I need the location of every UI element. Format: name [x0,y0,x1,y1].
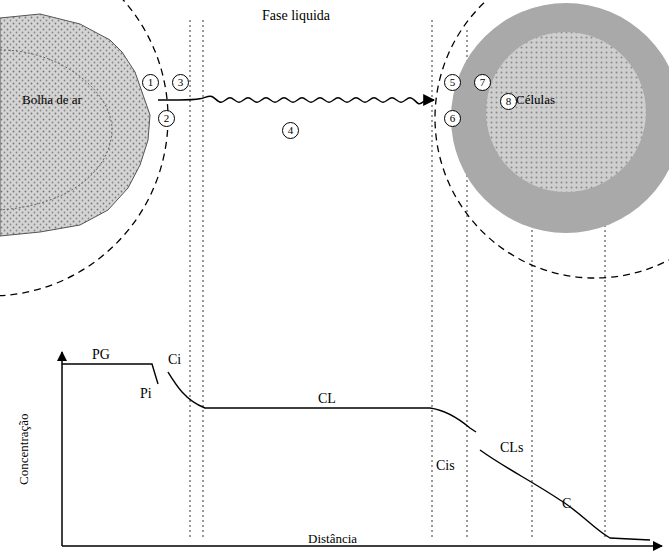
cell-cluster: Células [434,0,669,236]
axis-label: Distância [308,532,357,546]
callout-number: 2 [158,110,175,127]
node-outline [434,0,669,236]
bubble-shape [0,14,150,236]
region-lines [190,20,605,540]
node-label: Células [516,92,555,108]
transfer-arrow [158,96,434,104]
curve-label: Cis [436,458,455,473]
concentration-curve [62,364,650,540]
callout-number: 1 [142,74,159,91]
boundary-arc [435,0,669,278]
cell-outer [451,3,669,233]
region-label: Fase liquida [262,8,330,23]
axis-label: Concentração [17,413,31,484]
bubble-film [0,50,112,210]
cell-core [486,32,646,192]
callout-number: 7 [474,74,491,91]
curve-label: CL [318,391,336,406]
y-axis [61,352,63,546]
callout-number: 4 [282,122,299,139]
curve-label: C [562,496,571,511]
curve-label: PG [92,347,110,362]
boundary-arc [0,0,168,296]
callout-number: 6 [444,110,461,127]
node-label: Bolha de ar [22,92,82,108]
node-outline [0,10,158,242]
air-bubble: Bolha de ar [0,10,158,242]
callout-number: 5 [444,74,461,91]
curve-label: CLs [500,440,523,455]
callout-number: 8 [500,93,517,110]
x-axis [62,545,662,547]
curve-label: Pi [140,386,152,401]
callout-number: 3 [172,74,189,91]
curve-label: Ci [168,352,181,367]
